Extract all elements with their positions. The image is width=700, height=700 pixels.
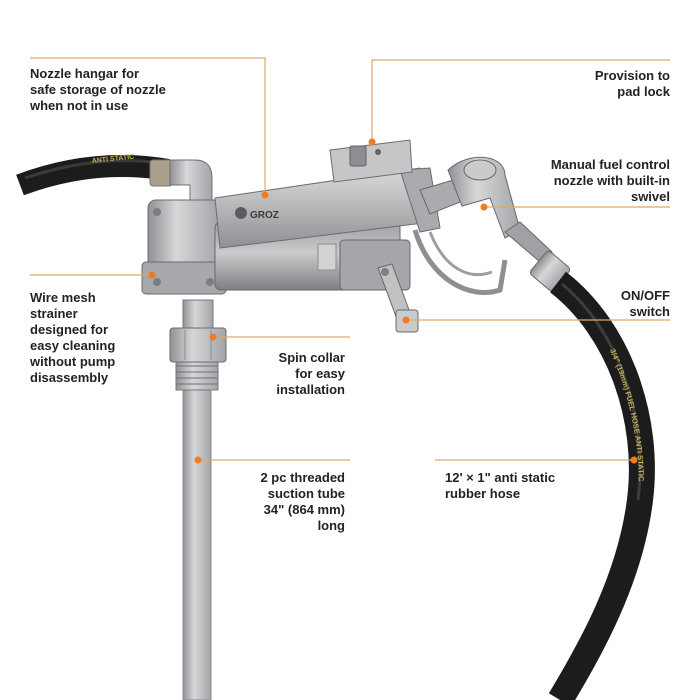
callout-lines: [30, 57, 670, 461]
hose-print-upper: ANTI STATIC: [91, 154, 134, 165]
callout-dot: [194, 456, 202, 464]
callout-dot: [480, 203, 488, 211]
callout-fuel-nozzle: Manual fuel control nozzle with built-in…: [550, 157, 670, 204]
callout-dot: [261, 191, 269, 199]
brand-logo: GROZ: [250, 210, 279, 221]
callout-dots: [148, 138, 638, 464]
pad-lock-bracket: [329, 139, 413, 183]
callout-dot: [148, 271, 156, 279]
callout-dot: [368, 138, 376, 146]
callout-strainer: Wire mesh strainer designed for easy cle…: [30, 290, 116, 385]
nozzle: [412, 156, 570, 295]
pump-housing: [141, 199, 227, 295]
delivery-hose: 3/4" (19mm) FUEL HOSE ANTI STATIC: [548, 271, 655, 700]
callout-nozzle-hangar: Nozzle hangar for safe storage of nozzle…: [30, 66, 166, 113]
callout-hose: 12' × 1" anti static rubber hose: [445, 470, 556, 501]
callout-dot: [402, 316, 410, 324]
callout-pad-lock: Provision to pad lock: [594, 68, 670, 99]
callout-dot: [630, 456, 638, 464]
spin-collar: [169, 299, 227, 363]
inlet-hose: ANTI STATIC: [16, 154, 173, 196]
callout-spin-collar: Spin collar for easy installation: [276, 350, 345, 397]
callout-dot: [209, 333, 217, 341]
callout-on-off: ON/OFF switch: [620, 288, 670, 319]
suction-tube: [175, 359, 219, 700]
callout-suction-tube: 2 pc threaded suction tube 34" (864 mm) …: [260, 470, 345, 533]
